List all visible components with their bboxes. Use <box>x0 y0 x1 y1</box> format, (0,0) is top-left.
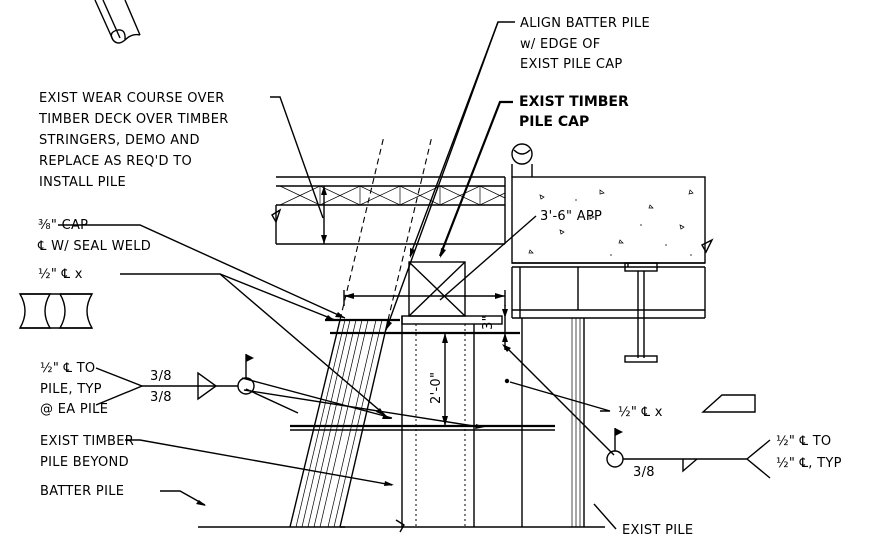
label-weld-right: 3/8 <box>633 465 655 480</box>
label-wear-course: EXIST WEAR COURSE OVER TIMBER DECK OVER … <box>38 91 229 190</box>
svg-text:½" ℄, TYP: ½" ℄, TYP <box>776 456 842 471</box>
exist-pile <box>505 318 605 528</box>
label-half-plate-x: ½" ℄ x <box>618 405 663 420</box>
steel-girder <box>511 262 706 363</box>
svg-text:EXIST TIMBER: EXIST TIMBER <box>40 434 134 449</box>
label-weld-bottom: 3/8 <box>150 390 172 405</box>
railing-post <box>511 143 533 177</box>
timber-pile-beyond <box>340 315 505 533</box>
svg-text:TIMBER DECK OVER TIMBER: TIMBER DECK OVER TIMBER <box>38 112 229 127</box>
svg-text:STRINGERS, DEMO AND: STRINGERS, DEMO AND <box>39 133 200 148</box>
label-dim-2-0: 2'-0" <box>429 372 444 404</box>
svg-text:PILE BEYOND: PILE BEYOND <box>40 455 129 470</box>
channel-shape-icon <box>18 293 94 329</box>
batter-pile <box>198 135 555 528</box>
svg-text:w/ EDGE OF: w/ EDGE OF <box>520 37 601 52</box>
svg-text:½" ℄ TO: ½" ℄ TO <box>776 434 831 449</box>
label-cap-plate: ⅜" CAP ℄ W/ SEAL WELD <box>37 218 151 254</box>
dim-3in <box>502 305 508 350</box>
svg-text:½" ℄ TO: ½" ℄ TO <box>40 361 95 376</box>
svg-text:℄ W/ SEAL WELD: ℄ W/ SEAL WELD <box>37 239 151 254</box>
timber-deck <box>271 176 506 245</box>
label-exist-timber-pile: EXIST TIMBER PILE BEYOND <box>40 434 134 470</box>
svg-text:REPLACE AS REQ'D TO: REPLACE AS REQ'D TO <box>39 154 192 169</box>
svg-text:EXIST PILE CAP: EXIST PILE CAP <box>520 57 623 72</box>
label-plate-to-pile: ½" ℄ TO PILE, TYP @ EA PILE <box>40 361 108 417</box>
svg-text:@ EA PILE: @ EA PILE <box>40 402 108 417</box>
label-align-batter: ALIGN BATTER PILE w/ EDGE OF EXIST PILE … <box>520 16 650 72</box>
svg-text:EXIST TIMBER: EXIST TIMBER <box>519 94 629 110</box>
label-exist-pile: EXIST PILE <box>622 523 693 538</box>
svg-text:EXIST WEAR COURSE OVER: EXIST WEAR COURSE OVER <box>39 91 225 106</box>
trapezoid-plate-icon <box>701 394 756 413</box>
label-app: 3'-6" APP <box>540 209 602 224</box>
label-weld-top: 3/8 <box>150 369 172 384</box>
label-plate-to-plate: ½" ℄ TO ½" ℄, TYP <box>776 434 842 471</box>
timber-pile-cap <box>408 261 466 317</box>
leaders <box>58 21 617 530</box>
svg-text:PILE CAP: PILE CAP <box>519 114 589 130</box>
label-exist-timber-cap: EXIST TIMBER PILE CAP <box>519 94 629 130</box>
svg-text:⅜" CAP: ⅜" CAP <box>38 218 88 233</box>
svg-text:PILE, TYP: PILE, TYP <box>40 382 102 397</box>
concrete-deck <box>511 176 714 268</box>
label-half-plate: ½" ℄ x <box>38 267 83 282</box>
dim-deck <box>321 186 327 244</box>
pile-break-symbol <box>94 0 141 44</box>
label-dim-3: 3" <box>481 315 496 330</box>
label-batter-pile: BATTER PILE <box>40 484 124 499</box>
weld-symbol-left <box>95 354 255 406</box>
dim-3-6 <box>343 290 506 306</box>
svg-text:INSTALL PILE: INSTALL PILE <box>39 175 126 190</box>
weld-symbol-right <box>606 428 771 479</box>
svg-text:ALIGN BATTER PILE: ALIGN BATTER PILE <box>520 16 650 31</box>
